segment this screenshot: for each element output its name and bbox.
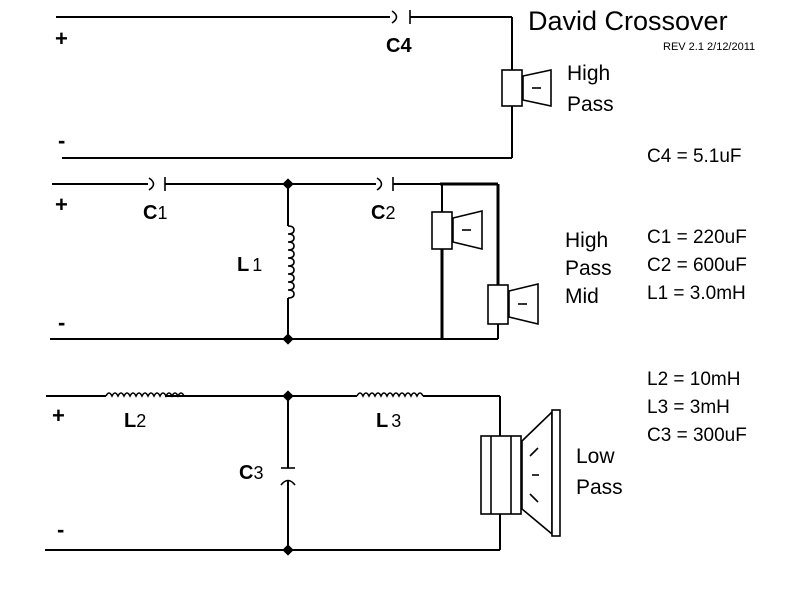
midrange-speaker-1-icon [431, 209, 483, 251]
section-label-line: Pass [576, 476, 623, 499]
revision-label: REV 2.1 2/12/2011 [663, 41, 755, 53]
woofer-speaker-icon [480, 409, 561, 537]
value-l1: L1 = 3.0mH [647, 283, 746, 304]
section-high-pass: C4 + - High Pass [55, 10, 614, 159]
ref-c1: C1 [143, 202, 167, 224]
plus-terminal: + [52, 403, 65, 428]
section-label-line: High [565, 229, 608, 252]
capacitor-c4 [391, 10, 411, 24]
ref-c4: C4 [386, 35, 412, 57]
plus-terminal: + [55, 192, 68, 217]
capacitor-c1 [148, 177, 166, 191]
ref-c3: C3 [239, 462, 263, 484]
plus-terminal: + [55, 26, 68, 51]
minus-terminal: - [58, 128, 65, 153]
value-c4: C4 = 5.1uF [647, 146, 742, 167]
value-c3: C3 = 300uF [647, 425, 747, 446]
ref-l2: L2 [124, 410, 146, 432]
schematic-title: David Crossover [528, 6, 728, 36]
minus-terminal: - [58, 310, 65, 335]
value-l3: L3 = 3mH [647, 397, 730, 418]
value-c2: C2 = 600uF [647, 255, 747, 276]
value-l2: L2 = 10mH [647, 369, 740, 390]
section-label-line: Mid [565, 285, 599, 308]
value-c1: C1 = 220uF [647, 227, 747, 248]
section-label-line: Pass [565, 257, 612, 280]
minus-terminal: - [57, 517, 64, 542]
junction-node [282, 544, 294, 556]
inductor-l3 [356, 392, 424, 398]
tweeter-speaker-icon [501, 69, 552, 107]
section-label-line: High [567, 62, 610, 85]
capacitor-c2 [376, 177, 394, 191]
component-values: C4 = 5.1uF C1 = 220uF C2 = 600uF L1 = 3.… [647, 146, 747, 446]
junction-node [282, 333, 294, 345]
inductor-l1 [287, 225, 295, 299]
midrange-speaker-2-icon [487, 282, 539, 326]
ref-c2: C2 [371, 202, 395, 224]
section-label-line: Low [576, 445, 615, 468]
section-label-line: Pass [567, 93, 614, 116]
